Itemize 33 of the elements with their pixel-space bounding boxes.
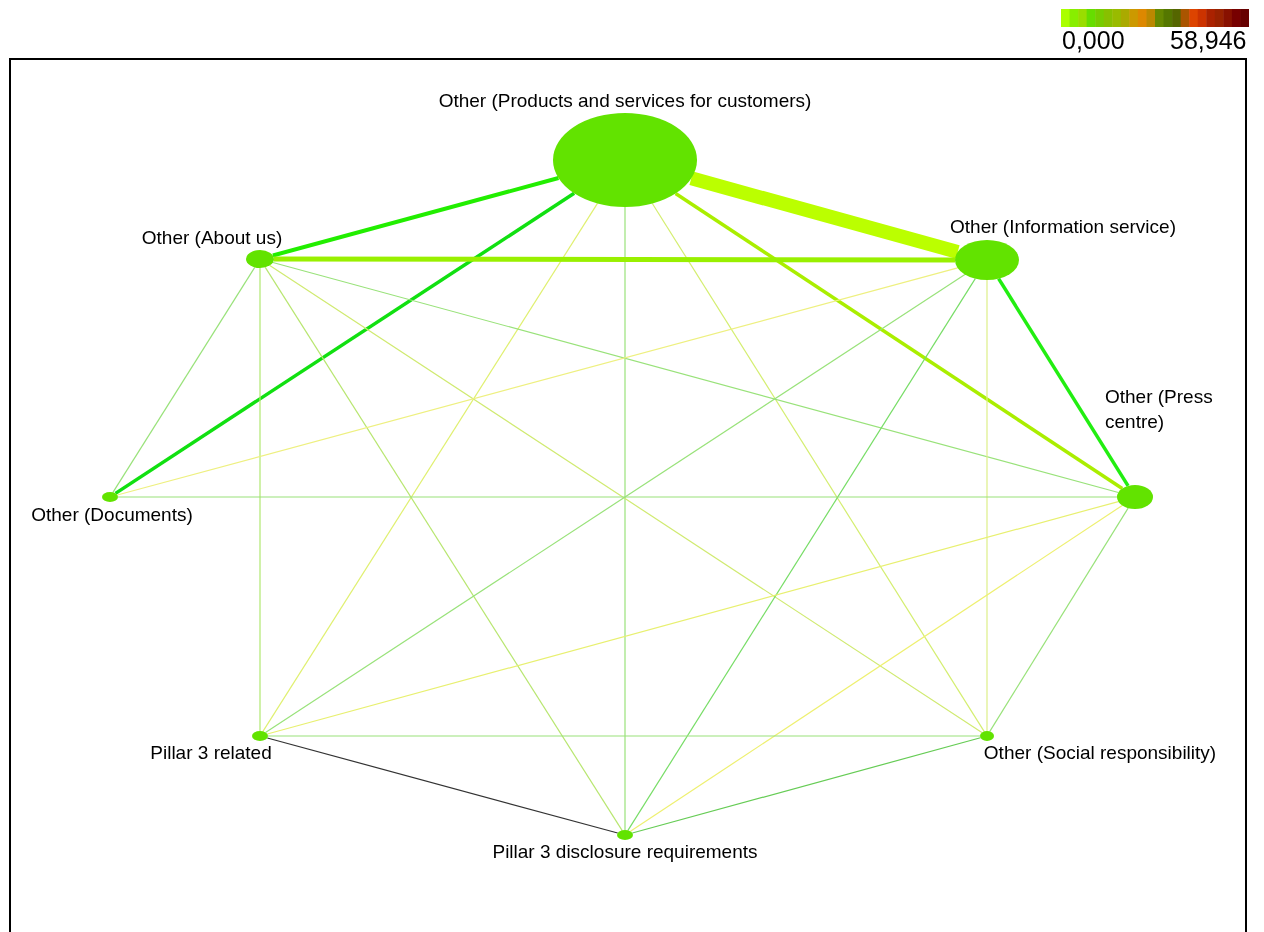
node-label: Other (Press centre): [1105, 385, 1214, 434]
connector-line: [631, 737, 982, 834]
connector-line: [116, 267, 959, 496]
connector-line: [266, 737, 619, 834]
node-label: Other (About us): [141, 225, 283, 250]
connector-line: [989, 507, 1129, 733]
node-label: Other (Information service): [950, 214, 1176, 239]
scale-value: 0,000: [1062, 27, 1125, 55]
connector-line: [651, 202, 985, 733]
connector-line: [266, 500, 1119, 735]
scale-value: 58,946: [1170, 27, 1247, 55]
connector-line: [674, 191, 1124, 490]
connector-line: [112, 266, 256, 493]
node-label: Other (Documents): [31, 502, 193, 527]
connector-line: [117, 496, 1118, 498]
connector-line: [986, 279, 988, 732]
connector-line: [624, 206, 626, 831]
connector-line: [114, 191, 576, 495]
node-label: Pillar 3 disclosure requirements: [492, 839, 758, 864]
node-label: Other (Social responsibility): [983, 740, 1217, 765]
connector-line: [997, 277, 1130, 487]
connector-line: [264, 266, 623, 831]
connector-line: [262, 202, 599, 732]
connector-line: [629, 504, 1123, 832]
connector-line: [272, 261, 1119, 494]
connector-line: [259, 267, 261, 732]
connector-line: [689, 171, 960, 259]
node-label: Pillar 3 related: [150, 740, 272, 765]
connector-line: [627, 278, 976, 831]
connector-line: [267, 735, 981, 737]
node-label: Other (Products and services for customers): [438, 88, 812, 113]
connector-line: [274, 256, 955, 263]
connector-line: [272, 176, 560, 258]
